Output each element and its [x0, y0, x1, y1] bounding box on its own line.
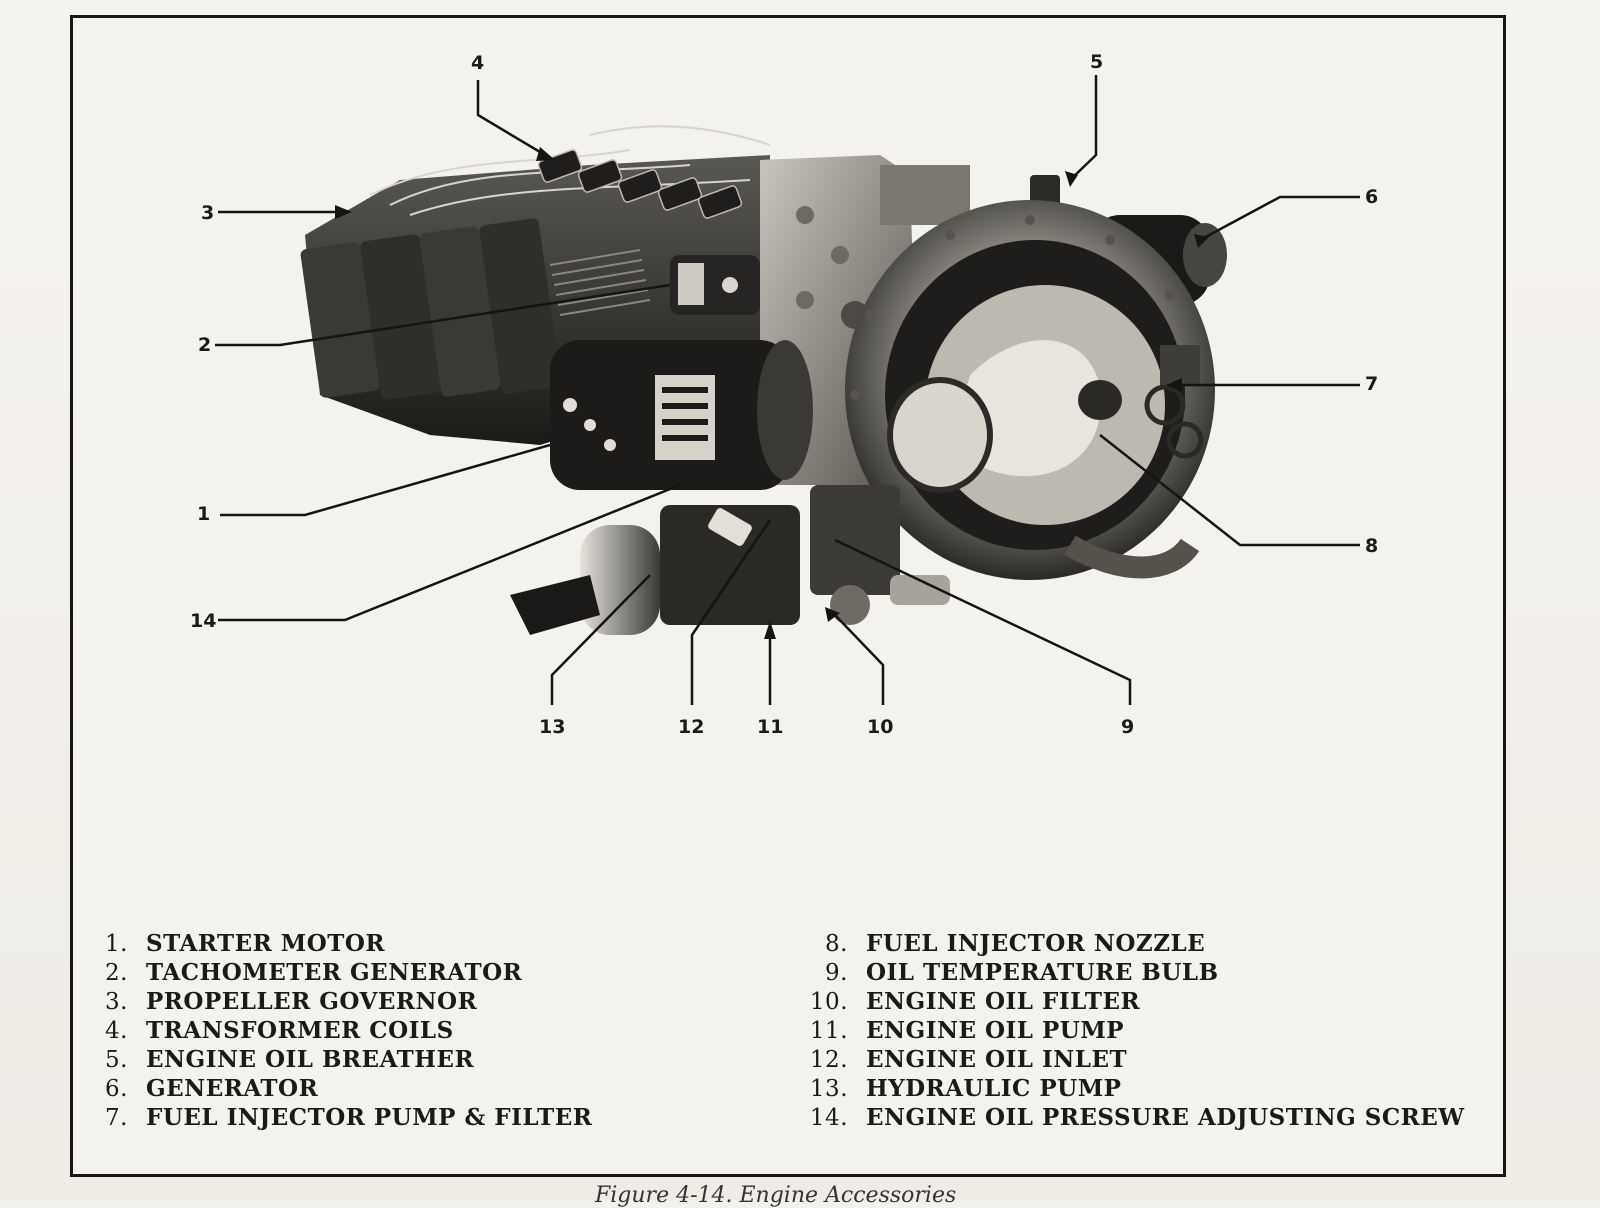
callout-12: 12 [678, 716, 705, 738]
legend-item: 4. TRANSFORMER COILS [80, 1017, 454, 1044]
callout-14: 14 [190, 610, 217, 632]
legend-label: ENGINE OIL BREATHER [146, 1046, 475, 1073]
legend-number: 10. [809, 989, 848, 1015]
legend-number: 12. [809, 1047, 848, 1073]
legend-number: 8. [825, 931, 848, 957]
callout-3: 3 [201, 202, 215, 224]
callout-9: 9 [1121, 716, 1135, 738]
callout-11: 11 [757, 716, 784, 738]
leader-arrowheads [335, 147, 1209, 639]
legend-label: ENGINE OIL FILTER [866, 988, 1141, 1015]
legend-number: 7. [105, 1105, 128, 1131]
legend-right: 8. FUEL INJECTOR NOZZLE 9. OIL TEMPERATURE… [800, 930, 1500, 1131]
legend-item: 13. HYDRAULIC PUMP [800, 1075, 1121, 1102]
leader-lines [215, 75, 1360, 705]
legend-item: 1. STARTER MOTOR [80, 930, 385, 957]
callout-2: 2 [198, 334, 212, 356]
legend-number: 6. [105, 1076, 128, 1102]
legend-number: 9. [825, 960, 848, 986]
legend-label: FUEL INJECTOR NOZZLE [866, 930, 1206, 957]
legend-label: TRANSFORMER COILS [146, 1017, 454, 1044]
legend-number: 13. [809, 1076, 848, 1102]
callout-7: 7 [1365, 373, 1379, 395]
legend-item: 2. TACHOMETER GENERATOR [80, 959, 522, 986]
legend-number: 1. [105, 931, 128, 957]
callout-10: 10 [867, 716, 894, 738]
legend-item: 7. FUEL INJECTOR PUMP & FILTER [80, 1104, 592, 1131]
legend-label: GENERATOR [146, 1075, 319, 1102]
legend-label: OIL TEMPERATURE BULB [866, 959, 1219, 986]
legend-item: 10. ENGINE OIL FILTER [800, 988, 1140, 1015]
callout-8: 8 [1365, 535, 1379, 557]
callout-6: 6 [1365, 186, 1379, 208]
legend-item: 3. PROPELLER GOVERNOR [80, 988, 477, 1015]
legend-label: HYDRAULIC PUMP [866, 1075, 1122, 1102]
starter-motor [550, 340, 813, 490]
fuel-injector-pump [1144, 345, 1204, 459]
legend-number: 11. [809, 1018, 848, 1044]
legend-label: ENGINE OIL PRESSURE ADJUSTING SCREW [866, 1104, 1465, 1131]
legend-item: 11. ENGINE OIL PUMP [800, 1017, 1124, 1044]
callout-1: 1 [197, 503, 211, 525]
legend-label: PROPELLER GOVERNOR [146, 988, 478, 1015]
lower-accessories [510, 485, 950, 635]
legend-item: 9. OIL TEMPERATURE BULB [800, 959, 1219, 986]
legend-number: 3. [105, 989, 128, 1015]
air-shroud [845, 200, 1215, 580]
legend-item: 5. ENGINE OIL BREATHER [80, 1046, 474, 1073]
legend-left: 1. STARTER MOTOR 2. TACHOMETER GENERATOR 3… [80, 930, 780, 1131]
tachometer-generator [670, 255, 760, 315]
legend-item: 8. FUEL INJECTOR NOZZLE [800, 930, 1205, 957]
legend-number: 5. [105, 1047, 128, 1073]
legend-number: 14. [809, 1105, 848, 1131]
legend-label: ENGINE OIL PUMP [866, 1017, 1125, 1044]
callout-4: 4 [471, 52, 485, 74]
legend-number: 4. [105, 1018, 128, 1044]
engine-diagram [215, 75, 1360, 705]
figure-caption: Figure 4-14. Engine Accessories [595, 1183, 957, 1208]
legend-label: STARTER MOTOR [146, 930, 386, 957]
callout-5: 5 [1090, 51, 1104, 73]
callout-13: 13 [539, 716, 566, 738]
legend-item: 12. ENGINE OIL INLET [800, 1046, 1127, 1073]
legend-item: 6. GENERATOR [80, 1075, 318, 1102]
legend-item: 14. ENGINE OIL PRESSURE ADJUSTING SCREW [800, 1104, 1465, 1131]
legend-label: FUEL INJECTOR PUMP & FILTER [146, 1104, 593, 1131]
legend-label: ENGINE OIL INLET [866, 1046, 1128, 1073]
legend-label: TACHOMETER GENERATOR [146, 959, 523, 986]
legend-number: 2. [105, 960, 128, 986]
